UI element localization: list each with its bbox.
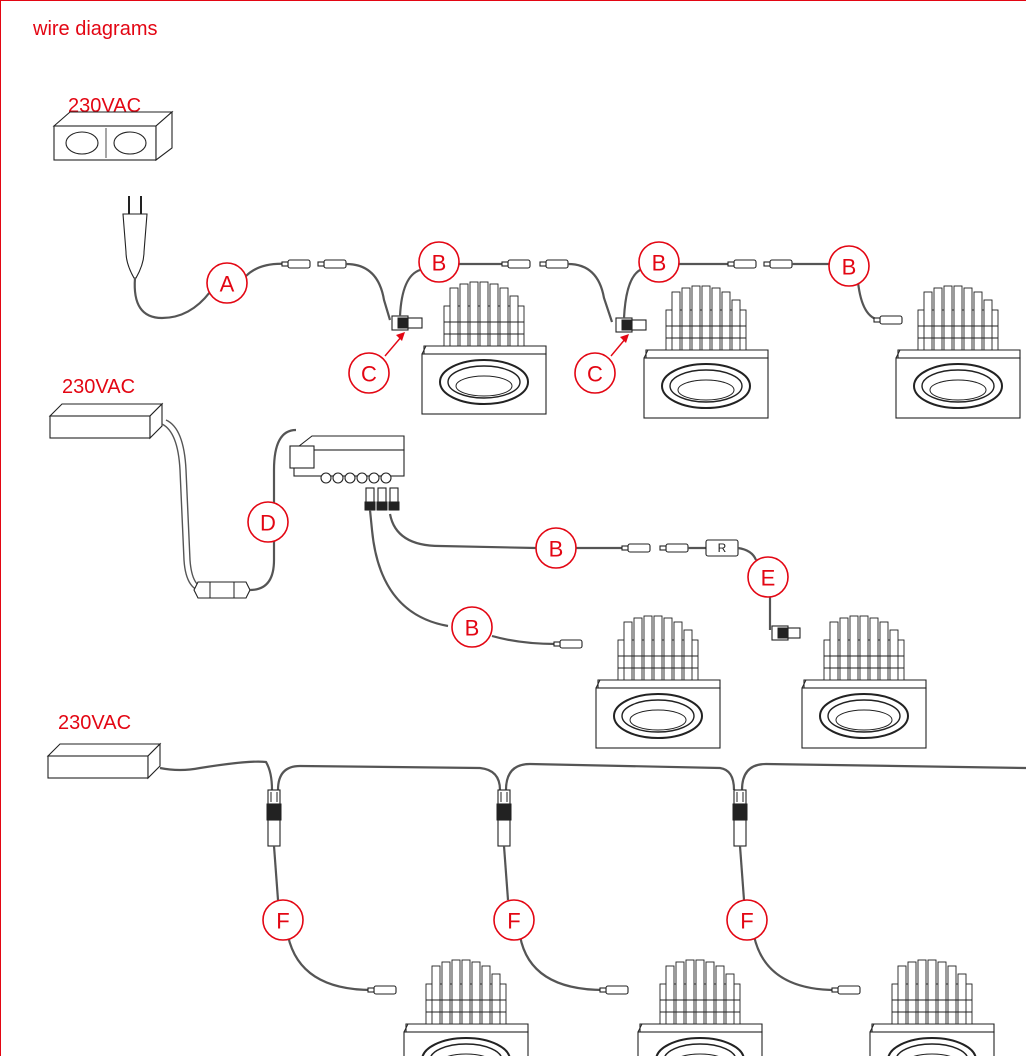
terminal-connector-icon (771, 625, 801, 641)
downlight-fixture-icon (895, 285, 1021, 419)
inline-coupler-icon (193, 581, 251, 599)
splitter-connector-icon (496, 789, 512, 847)
terminal-connector-icon (391, 315, 423, 331)
svg-text:F: F (276, 909, 289, 934)
svg-text:D: D (260, 511, 276, 536)
badge-f: F (493, 899, 535, 941)
distribution-box-icon (289, 435, 405, 511)
voltage-label-middle: 230VAC (62, 376, 136, 398)
led-driver-icon (49, 403, 163, 439)
badge-f: F (726, 899, 768, 941)
downlight-fixture-icon (801, 615, 927, 749)
svg-text:C: C (361, 362, 377, 387)
downlight-fixture-icon (421, 281, 547, 415)
downlight-fixture-icon (643, 285, 769, 419)
svg-text:B: B (549, 537, 564, 562)
badge-a: A (206, 262, 248, 304)
svg-text:B: B (842, 255, 857, 280)
badge-b: B (418, 241, 460, 283)
splitter-connector-icon (266, 789, 282, 847)
badge-e: E (747, 556, 789, 598)
badge-d: D (247, 501, 289, 543)
power-plug-icon (122, 196, 148, 279)
wall-socket-icon (52, 110, 174, 162)
svg-text:B: B (652, 251, 667, 276)
svg-text:C: C (587, 362, 603, 387)
page-title: wire diagrams (33, 18, 158, 40)
downlight-fixture-icon (637, 959, 763, 1056)
badge-b: B (535, 527, 577, 569)
svg-text:F: F (740, 909, 753, 934)
badge-b: B (638, 241, 680, 283)
led-driver-icon (47, 743, 161, 779)
svg-text:E: E (761, 566, 776, 591)
badge-c: C (574, 352, 616, 394)
downlight-fixture-icon (869, 959, 995, 1056)
downlight-fixture-icon (595, 615, 721, 749)
svg-text:A: A (220, 272, 235, 297)
badge-b: B (451, 606, 493, 648)
resistor-icon: R (705, 539, 739, 557)
svg-text:B: B (465, 616, 480, 641)
terminal-connector-icon (615, 317, 647, 333)
splitter-connector-icon (732, 789, 748, 847)
badge-c: C (348, 352, 390, 394)
badge-b: B (828, 245, 870, 287)
svg-text:B: B (432, 251, 447, 276)
resistor-label: R (718, 541, 727, 555)
badge-f: F (262, 899, 304, 941)
voltage-label-bottom: 230VAC (58, 712, 132, 734)
svg-text:F: F (507, 909, 520, 934)
downlight-fixture-icon (403, 959, 529, 1056)
